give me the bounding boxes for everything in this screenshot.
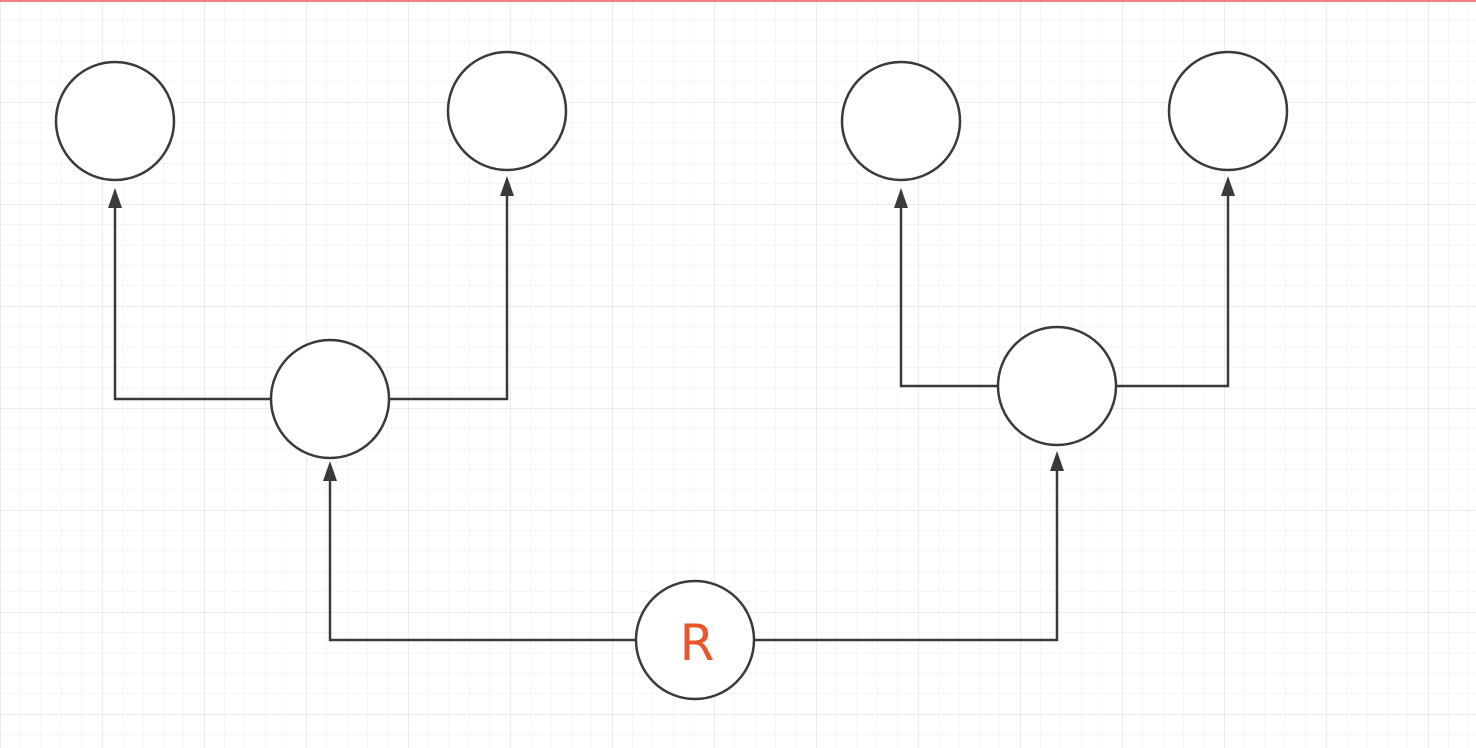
node-left-left-leaf: [54, 60, 176, 182]
arrowhead-left-left-leaf: [108, 188, 122, 208]
node-root: [634, 579, 756, 701]
root-label: R: [680, 614, 715, 672]
edge-root-to-left-child: [328, 478, 636, 642]
arrowhead-right-left-leaf: [894, 188, 908, 208]
arrowhead-right-right-leaf: [1221, 176, 1235, 196]
node-left-child: [269, 338, 391, 460]
edge-right-child-to-right-left-leaf: [899, 205, 998, 388]
edges: [108, 176, 1235, 642]
arrowhead-left-right-leaf: [500, 176, 514, 196]
node-left-right-leaf: [446, 50, 568, 172]
arrowhead-left-child: [323, 461, 337, 481]
edge-right-child-to-right-right-leaf: [1116, 193, 1230, 388]
node-right-right-leaf: [1167, 50, 1289, 172]
edge-left-child-to-left-left-leaf: [113, 205, 271, 401]
node-right-left-leaf: [840, 60, 962, 182]
edge-left-child-to-left-right-leaf: [389, 193, 509, 401]
arrowhead-right-child: [1050, 451, 1064, 471]
node-right-child: [996, 325, 1118, 447]
edge-root-to-right-child: [754, 468, 1059, 642]
nodes: R: [54, 50, 1289, 701]
